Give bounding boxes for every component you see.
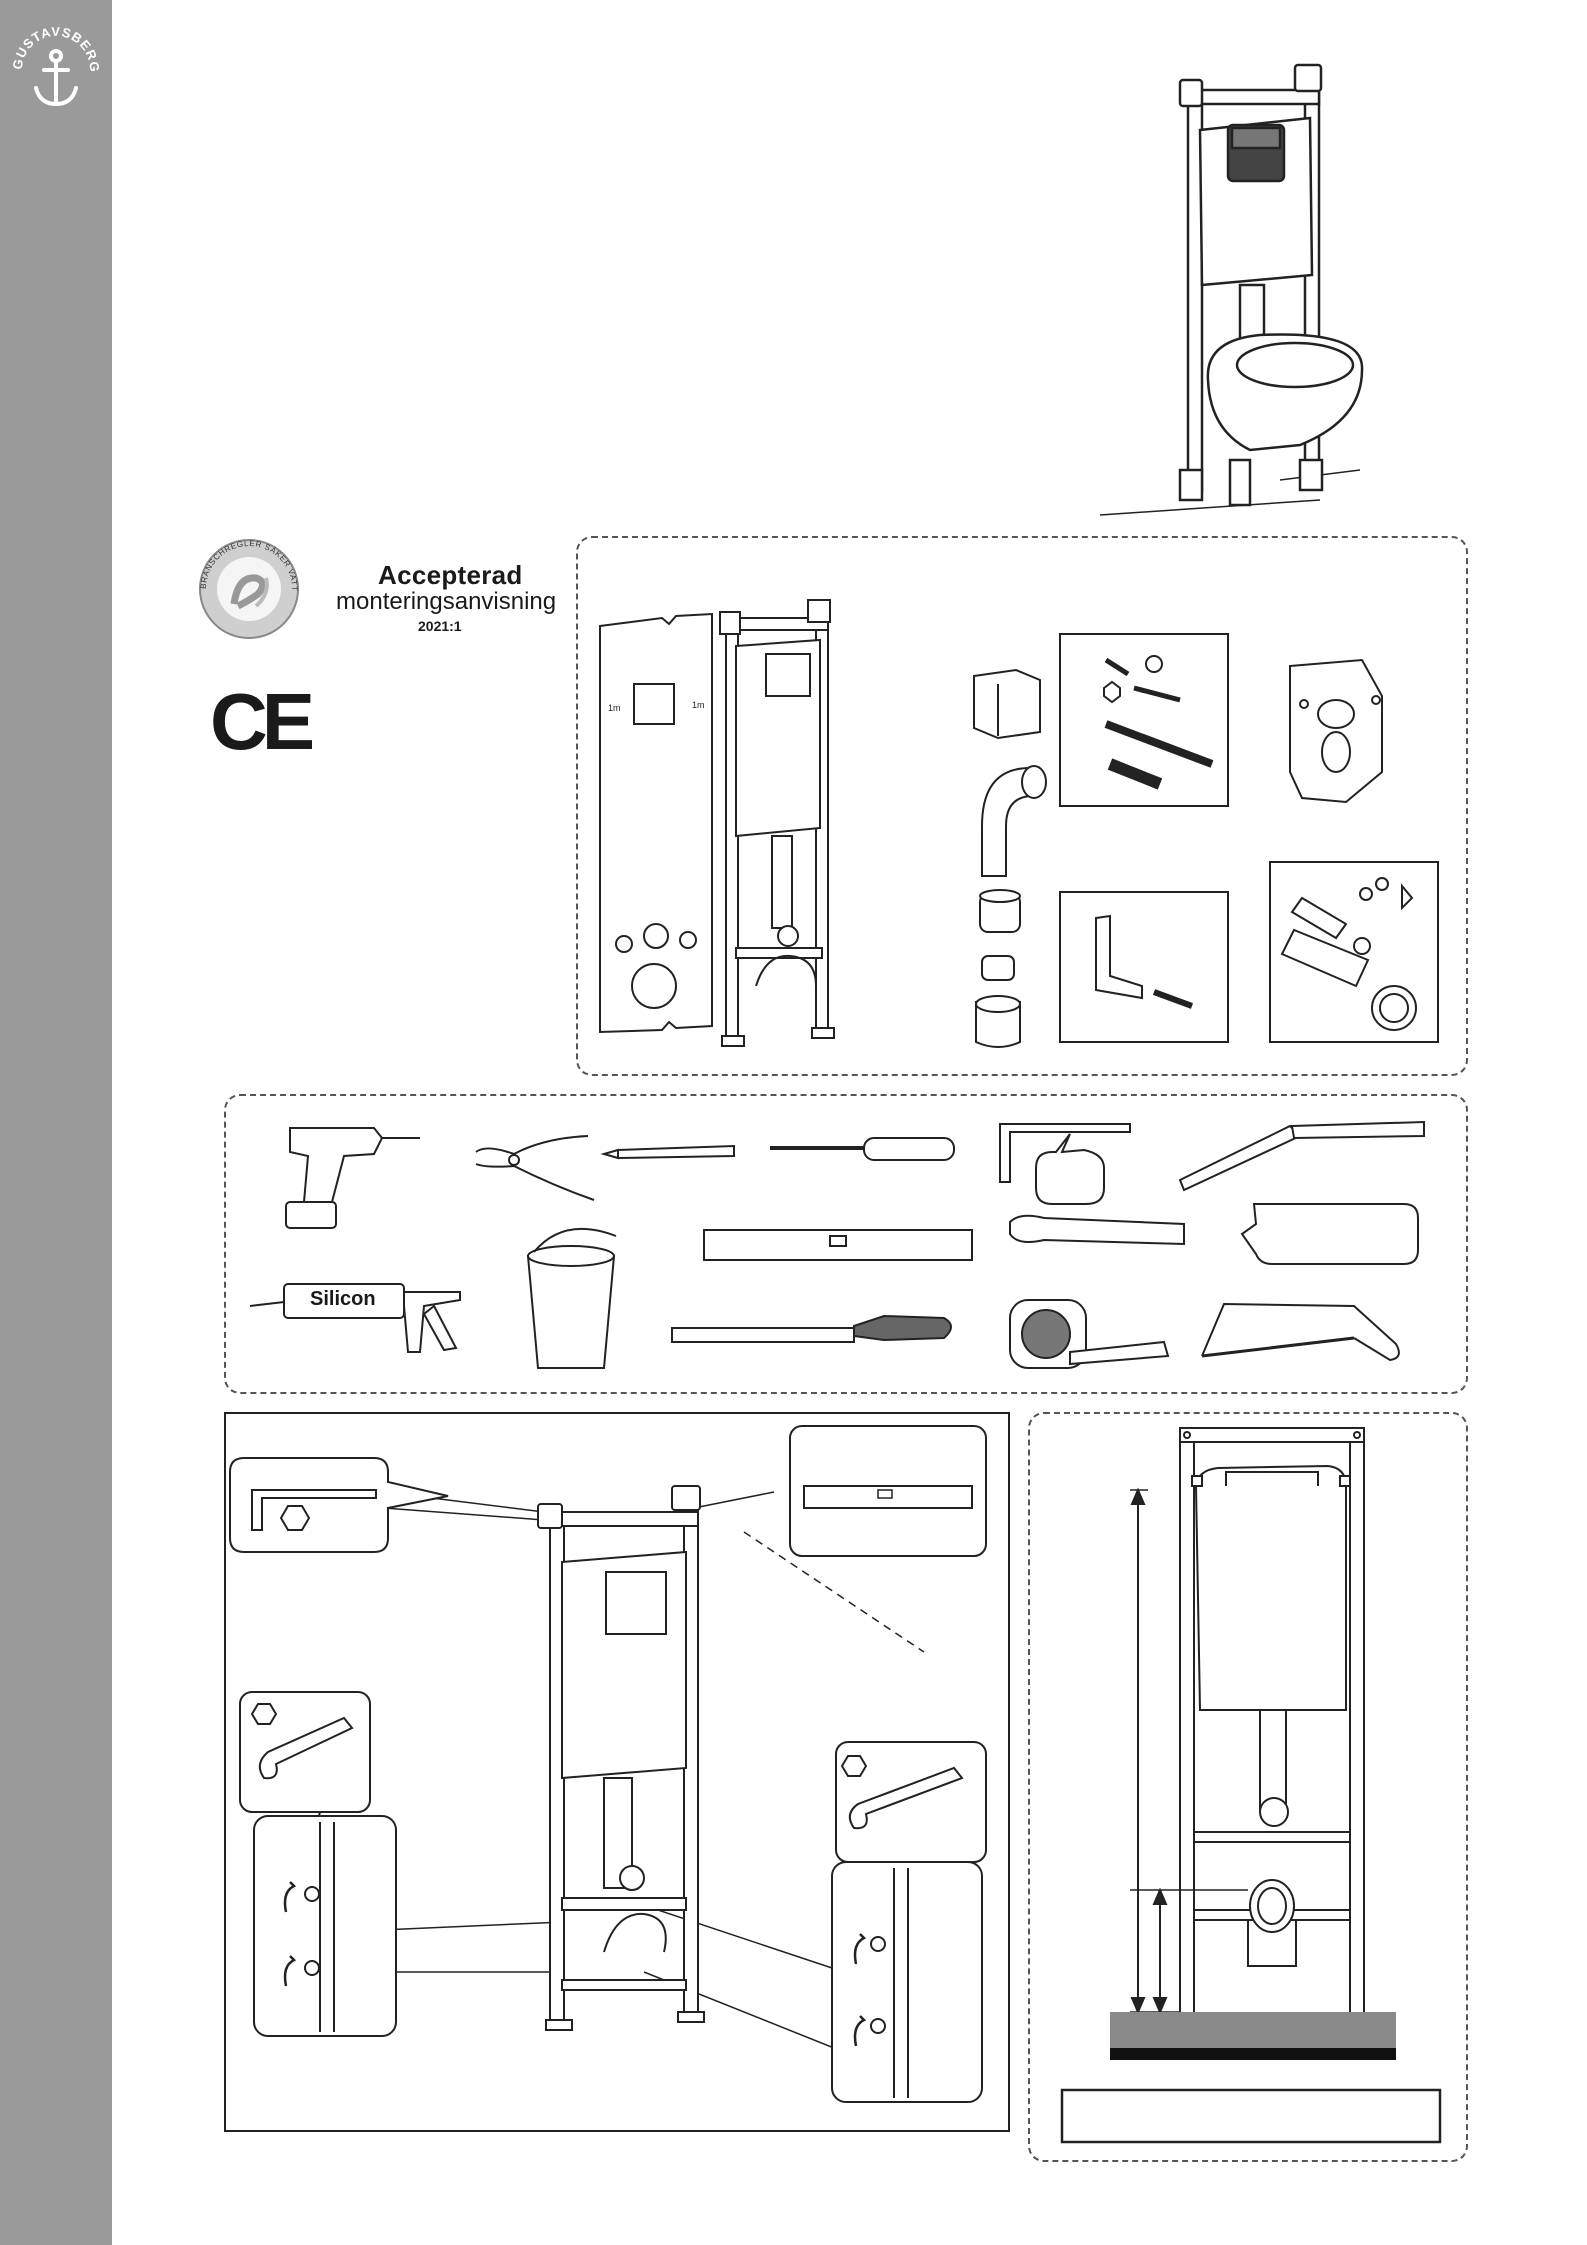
installation-frame [720,600,834,1046]
spirit-level-icon [704,1230,972,1260]
hex-nut-icon [281,1506,309,1530]
screwdriver-icon [770,1138,954,1160]
gustavsberg-anchor-logo: GUSTAVSBERG [8,18,104,114]
height-measurement-illustration [1028,1412,1464,2158]
silicone-label: Silicon [310,1288,376,1311]
ce-mark: CE [210,682,309,762]
pencil-icon [604,1146,734,1158]
bracket-kit-box [1060,892,1228,1042]
small-coupler [982,956,1014,980]
hero-toilet-frame-illustration [1100,60,1400,530]
floor-section [1110,2012,1396,2048]
tools-illustrations [224,1094,1464,1390]
tape-measure-icon [1010,1300,1168,1368]
bucket-icon [528,1229,616,1368]
folding-ruler-icon [1180,1122,1424,1190]
certification-seal: BRANSCHREGLER SÄKER VATTENINSTALLATION [198,538,300,640]
drain-elbow [982,766,1046,876]
hex-key-size-callout [1036,1134,1104,1204]
hacksaw-icon [1202,1304,1399,1360]
hex-nut-icon-left [252,1704,276,1724]
bolt-detail-left [254,1816,396,2036]
measurement-note-box [1062,2090,1440,2142]
pliers-icon [476,1136,594,1200]
hex-nut-icon-right [842,1756,866,1776]
drill-icon [286,1128,420,1228]
file-rasp-icon [672,1316,951,1342]
parts-illustrations: 1m 1m [576,536,1466,1076]
wrench-icon [1010,1216,1184,1244]
certification-subtitle: monteringsanvisning [336,588,556,616]
flush-control-box [974,670,1040,738]
assembly-step-illustration [224,1412,1008,2130]
wrench-size-callout [1242,1204,1418,1264]
certification-version: 2021:1 [418,618,462,634]
brand-sidebar [0,0,112,2245]
paper-template [600,614,712,1032]
template-mark-right: 1m [692,700,705,710]
template-mark-left: 1m [608,703,621,713]
certification-title: Accepterad [378,560,523,591]
